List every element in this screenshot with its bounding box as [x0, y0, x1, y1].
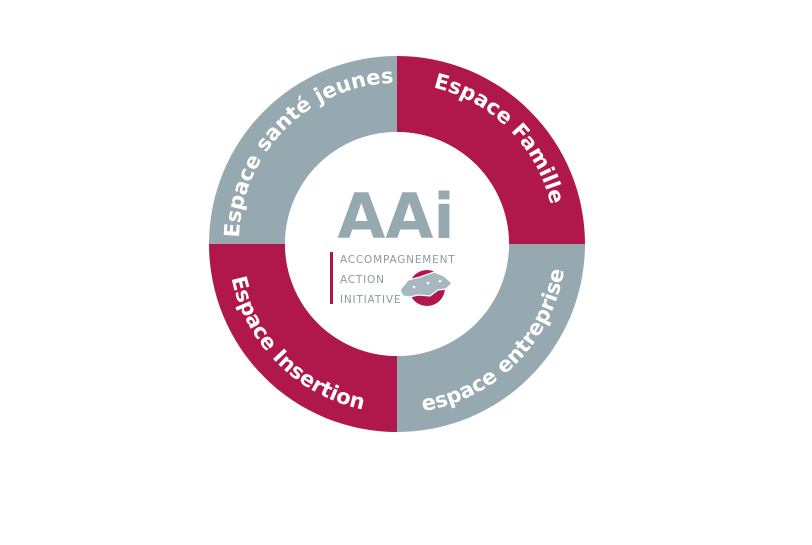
- logo-line-action: ACTION: [340, 274, 385, 286]
- segment-famille[interactable]: [397, 56, 585, 244]
- aai-logo: AAi ACCOMPAGNEMENT ACTION INITIATIVE: [330, 180, 455, 306]
- logo-divider: [330, 252, 333, 304]
- segment-entreprise[interactable]: [397, 244, 585, 432]
- segment-sante-jeunes[interactable]: [209, 56, 397, 244]
- segment-insertion[interactable]: [209, 244, 397, 432]
- center-disk: [285, 132, 509, 356]
- logo-line-initiative: INITIATIVE: [340, 294, 401, 306]
- logo-initials: AAi: [337, 180, 454, 253]
- map-emblem-icon: [399, 270, 453, 306]
- logo-line-accompagnement: ACCOMPAGNEMENT: [340, 254, 455, 266]
